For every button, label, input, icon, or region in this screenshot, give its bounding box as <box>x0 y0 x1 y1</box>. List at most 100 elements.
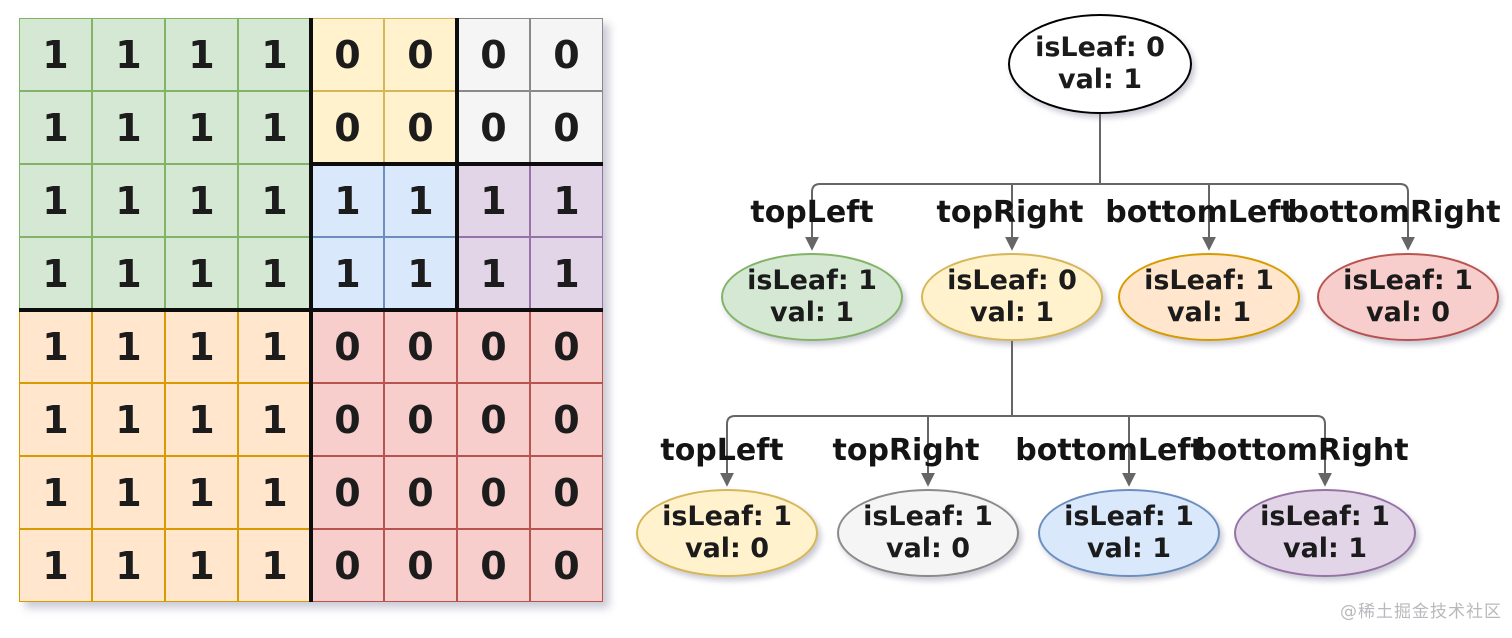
grid-cell: 1 <box>165 310 238 383</box>
partition-line-horizontal-center <box>19 308 603 312</box>
grid-cell: 1 <box>530 237 603 310</box>
partition-line-horizontal-sub <box>311 162 603 166</box>
grid-cell: 1 <box>19 456 92 529</box>
node-val-text: val: 0 <box>885 533 971 564</box>
node-isleaf-text: isLeaf: 1 <box>662 501 792 532</box>
grid-cell: 1 <box>457 237 530 310</box>
grid-cell: 1 <box>238 310 311 383</box>
grid-cell: 0 <box>311 529 384 602</box>
grid-cell: 1 <box>457 164 530 237</box>
grid-cell: 1 <box>165 91 238 164</box>
grid-cell: 0 <box>311 310 384 383</box>
grid-cell: 0 <box>457 383 530 456</box>
grid-cell: 1 <box>165 456 238 529</box>
edge-label-l2-bottomright: bottomRight <box>1195 433 1409 468</box>
tree-node-root: isLeaf: 0 val: 1 <box>1008 14 1192 114</box>
tree-node-l1-bottomleft: isLeaf: 1 val: 1 <box>1118 253 1300 341</box>
grid-cell: 0 <box>530 91 603 164</box>
grid-cell: 1 <box>530 164 603 237</box>
node-isleaf-text: isLeaf: 1 <box>1260 501 1390 532</box>
grid-cell: 1 <box>238 237 311 310</box>
grid-cell: 0 <box>384 310 457 383</box>
grid-cell: 1 <box>19 237 92 310</box>
grid-cell: 1 <box>19 310 92 383</box>
node-val-text: val: 1 <box>1282 533 1368 564</box>
grid-cell: 0 <box>384 529 457 602</box>
tree-node-l1-topleft: isLeaf: 1 val: 1 <box>721 253 903 341</box>
edge-label-l2-topright: topRight <box>832 433 980 468</box>
node-val-text: val: 1 <box>1166 297 1252 328</box>
grid-cell: 0 <box>530 18 603 91</box>
grid-cell: 1 <box>165 237 238 310</box>
node-isleaf-text: isLeaf: 1 <box>1064 501 1194 532</box>
node-isleaf-text: isLeaf: 0 <box>947 265 1077 296</box>
grid-cell: 1 <box>165 529 238 602</box>
grid-cell: 1 <box>384 164 457 237</box>
grid-cell: 0 <box>530 383 603 456</box>
grid-cell: 0 <box>457 456 530 529</box>
node-val-text: val: 0 <box>1365 297 1451 328</box>
node-val-text: val: 1 <box>1086 533 1172 564</box>
grid-cell: 0 <box>384 383 457 456</box>
grid-cell: 0 <box>384 456 457 529</box>
node-isleaf-text: isLeaf: 1 <box>863 501 993 532</box>
grid-cell: 0 <box>530 529 603 602</box>
grid-cell: 1 <box>19 91 92 164</box>
grid-cell: 0 <box>311 18 384 91</box>
grid-cell: 0 <box>457 18 530 91</box>
grid-cell: 1 <box>19 164 92 237</box>
grid-cell: 1 <box>165 18 238 91</box>
grid-cell: 0 <box>530 310 603 383</box>
grid-cell: 1 <box>19 18 92 91</box>
grid-cell: 0 <box>457 310 530 383</box>
grid-cell: 1 <box>92 237 165 310</box>
grid-cell: 1 <box>165 164 238 237</box>
node-isleaf-text: isLeaf: 0 <box>1035 32 1165 63</box>
grid-cell: 1 <box>92 529 165 602</box>
grid-cell: 1 <box>165 383 238 456</box>
grid-cell: 1 <box>92 310 165 383</box>
node-val-text: val: 1 <box>1057 64 1143 95</box>
edge-label-l1-topleft: topLeft <box>750 195 874 230</box>
grid-cell: 1 <box>92 18 165 91</box>
grid-cell: 1 <box>238 383 311 456</box>
grid-cell: 1 <box>92 456 165 529</box>
grid-cell: 1 <box>19 529 92 602</box>
grid-cell: 1 <box>311 164 384 237</box>
watermark: @稀土掘金技术社区 <box>1340 602 1502 622</box>
edge-label-l1-bottomleft: bottomLeft <box>1105 195 1295 230</box>
grid-cell: 0 <box>311 456 384 529</box>
grid-cell: 1 <box>238 529 311 602</box>
grid-cell: 0 <box>530 456 603 529</box>
edge-label-l1-bottomright: bottomRight <box>1287 195 1501 230</box>
node-isleaf-text: isLeaf: 1 <box>1343 265 1473 296</box>
grid-cell: 1 <box>92 91 165 164</box>
grid-cell: 1 <box>384 237 457 310</box>
edge-label-l2-bottomleft: bottomLeft <box>1015 433 1205 468</box>
grid-cell: 0 <box>311 91 384 164</box>
node-val-text: val: 1 <box>969 297 1055 328</box>
grid-cell: 0 <box>384 91 457 164</box>
tree-node-l2-topright: isLeaf: 1 val: 0 <box>837 489 1019 577</box>
grid-cell: 0 <box>311 383 384 456</box>
tree-node-l2-topleft: isLeaf: 1 val: 0 <box>636 489 818 577</box>
grid-cell: 0 <box>457 529 530 602</box>
grid-cell: 0 <box>384 18 457 91</box>
grid-cell: 1 <box>238 91 311 164</box>
edge-label-l1-topright: topRight <box>936 195 1084 230</box>
tree-node-l1-topright: isLeaf: 0 val: 1 <box>921 253 1103 341</box>
tree-node-l2-bottomleft: isLeaf: 1 val: 1 <box>1038 489 1220 577</box>
tree-node-l2-bottomright: isLeaf: 1 val: 1 <box>1234 489 1416 577</box>
grid-cell: 1 <box>92 383 165 456</box>
grid-cell: 1 <box>311 237 384 310</box>
node-val-text: val: 1 <box>769 297 855 328</box>
grid-cell: 1 <box>19 383 92 456</box>
node-isleaf-text: isLeaf: 1 <box>1144 265 1274 296</box>
grid-cell: 1 <box>238 164 311 237</box>
node-isleaf-text: isLeaf: 1 <box>747 265 877 296</box>
grid-cell: 1 <box>238 18 311 91</box>
grid-cell: 1 <box>92 164 165 237</box>
grid-cell: 1 <box>238 456 311 529</box>
node-val-text: val: 0 <box>684 533 770 564</box>
